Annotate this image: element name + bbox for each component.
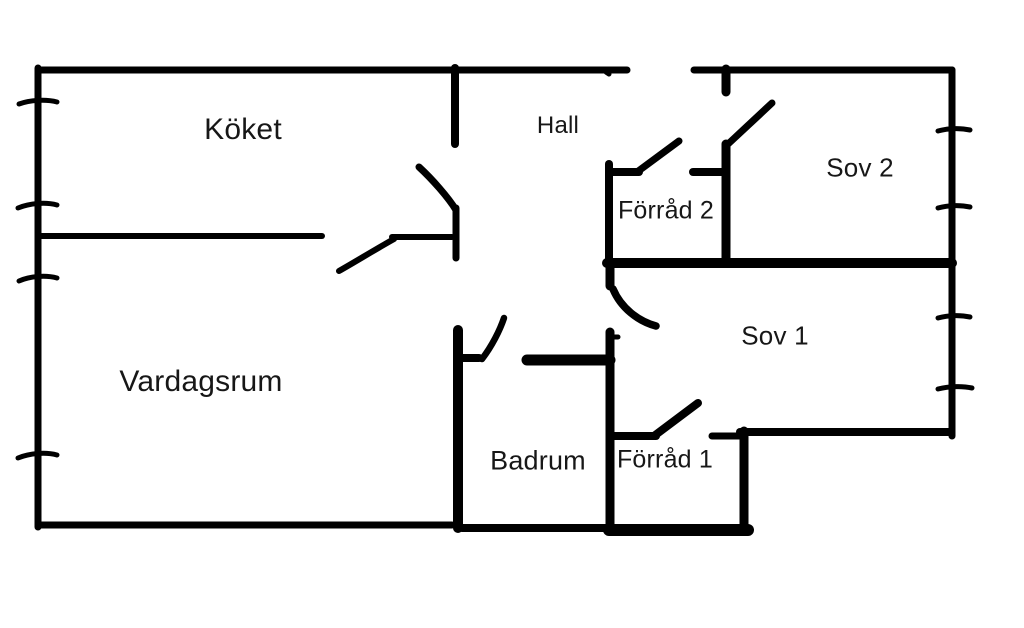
window-tick-left-4: [15, 450, 60, 461]
window-tick-right-4: [935, 384, 975, 392]
door-leaf-sov2: [723, 99, 776, 149]
room-label-hall: Hall: [536, 112, 580, 139]
window-tick-right-2: [935, 203, 973, 211]
room-label-sov2: Sov 2: [826, 152, 894, 183]
window-tick-left-2: [15, 200, 60, 211]
door-leaf-badrum: [478, 314, 508, 363]
room-label-koket: Köket: [204, 113, 282, 146]
door-leaf-forrad2: [633, 137, 683, 176]
room-label-forrad1: Förråd 1: [616, 445, 714, 474]
room-label-sov1: Sov 1: [741, 320, 809, 351]
room-label-badrum: Badrum: [490, 445, 586, 476]
room-label-vardagsrum: Vardagsrum: [119, 365, 283, 398]
window-tick-left-1: [16, 97, 60, 107]
door-leaf-koket: [415, 163, 460, 214]
wall-exterior-top-nub: [603, 69, 612, 77]
door-leaf-sov1: [609, 285, 660, 330]
room-label-forrad2: Förråd 2: [617, 196, 715, 225]
door-leaf-vardagsrum: [336, 236, 397, 274]
door-leaf-forrad1: [650, 399, 702, 440]
window-tick-right-1: [935, 126, 973, 134]
window-tick-left-3: [16, 273, 60, 284]
window-tick-right-3: [935, 313, 973, 321]
